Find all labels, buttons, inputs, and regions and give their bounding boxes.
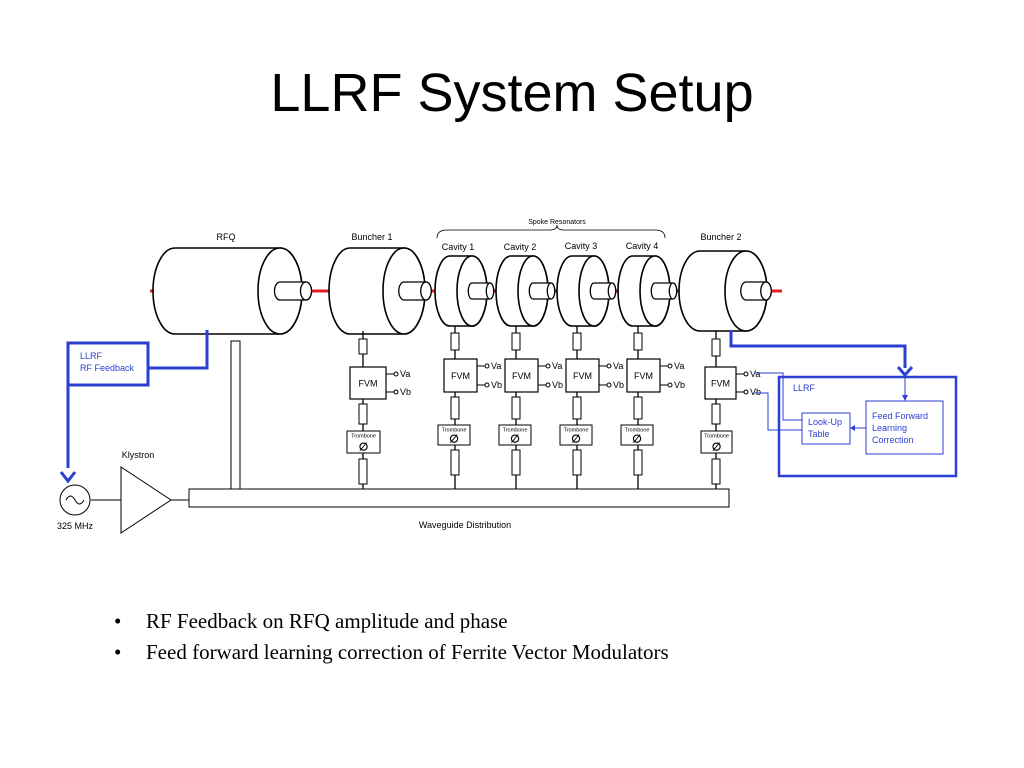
phase-shifter-icon: ∅ (571, 434, 581, 446)
pickup-to-ff-arrow (902, 395, 908, 401)
terminal-label: Va (674, 361, 684, 371)
trombone-label: Trombone (351, 434, 376, 440)
llrf-feedback-line2: RF Feedback (80, 363, 135, 373)
klystron-label: Klystron (122, 450, 155, 460)
terminal-label: Vb (750, 387, 761, 397)
phase-shifter-icon: ∅ (510, 434, 520, 446)
ff-line2: Learning (872, 423, 907, 433)
rfq-feed-waveguide (230, 340, 241, 490)
rfq-label: RFQ (217, 232, 236, 242)
lookup-line1: Look-Up (808, 417, 842, 427)
sine-wave-icon (65, 495, 85, 505)
terminal-label: Va (491, 361, 501, 371)
cavity4-cylinder (617, 255, 678, 327)
frequency-label: 325 MHz (57, 521, 94, 531)
buncher2-pickup-path (729, 330, 907, 368)
phase-shifter-icon: ∅ (359, 442, 369, 454)
waveguide-distribution (188, 488, 730, 508)
cavity-group (152, 247, 772, 335)
terminal-label: Va (613, 361, 623, 371)
llrf-feedback-line1: LLRF (80, 351, 103, 361)
rf-feedback-arrowhead (59, 471, 77, 484)
bullet-item: RF Feedback on RFQ amplitude and phase (112, 606, 669, 637)
fvm-label: FVM (634, 371, 653, 381)
fvm-label: FVM (512, 371, 531, 381)
feed-chain-group: FVMVaVbTrombone∅FVMVaVbTrombone∅FVMVaVbT… (346, 326, 761, 489)
terminal-label: Va (552, 361, 562, 371)
cavity2-cylinder (495, 255, 556, 327)
trombone-label: Trombone (564, 428, 589, 434)
spoke-resonators-label: Spoke Resonators (528, 219, 586, 226)
fvm-label: FVM (359, 379, 378, 389)
cavity3-cylinder (556, 255, 617, 327)
terminal-label: Vb (491, 380, 502, 390)
trombone-label: Trombone (625, 428, 650, 434)
buncher1-cylinder (328, 247, 432, 335)
waveguide-label: Waveguide Distribution (419, 520, 511, 530)
klystron-amplifier (120, 466, 172, 534)
buncher2-cylinder (678, 250, 772, 332)
phase-shifter-icon: ∅ (632, 434, 642, 446)
llrf-rf-feedback-box (66, 341, 150, 387)
llrf-box-label: LLRF (793, 383, 816, 393)
cavity3-label: Cavity 3 (565, 241, 598, 251)
cavity4-label: Cavity 4 (626, 241, 659, 251)
buncher1-label: Buncher 1 (351, 232, 392, 242)
ff-line1: Feed Forward (872, 411, 928, 421)
terminal-label: Vb (552, 380, 563, 390)
lookup-line2: Table (808, 429, 830, 439)
terminal-label: Vb (400, 387, 411, 397)
fvm-label: FVM (711, 379, 730, 389)
lookup-to-va (754, 372, 802, 421)
terminal-label: Va (750, 369, 760, 379)
bullet-list: RF Feedback on RFQ amplitude and phase F… (112, 606, 669, 668)
bullet-item: Feed forward learning correction of Ferr… (112, 637, 669, 668)
page-title: LLRF System Setup (270, 63, 754, 123)
rf-feedback-path (66, 330, 209, 468)
buncher2-label: Buncher 2 (700, 232, 741, 242)
terminal-label: Va (400, 369, 410, 379)
terminal-label: Vb (613, 380, 624, 390)
buncher2-pickup-arrowhead (896, 366, 914, 378)
phase-shifter-icon: ∅ (449, 434, 459, 446)
ff-line3: Correction (872, 435, 914, 445)
ff-to-lookup-arrow (850, 425, 855, 431)
cavity1-label: Cavity 1 (442, 242, 475, 252)
cavity2-label: Cavity 2 (504, 242, 537, 252)
fvm-label: FVM (451, 371, 470, 381)
terminal-label: Vb (674, 380, 685, 390)
fvm-label: FVM (573, 371, 592, 381)
lookup-to-vb (754, 392, 802, 431)
spoke-resonators-brace (436, 224, 666, 239)
trombone-label: Trombone (442, 428, 467, 434)
trombone-label: Trombone (704, 434, 729, 440)
cavity1-cylinder (434, 255, 495, 327)
lookup-table-box (801, 412, 851, 445)
phase-shifter-icon: ∅ (712, 442, 722, 454)
trombone-label: Trombone (503, 428, 528, 434)
rfq-cylinder (152, 247, 313, 335)
feed-forward-box (865, 400, 944, 455)
